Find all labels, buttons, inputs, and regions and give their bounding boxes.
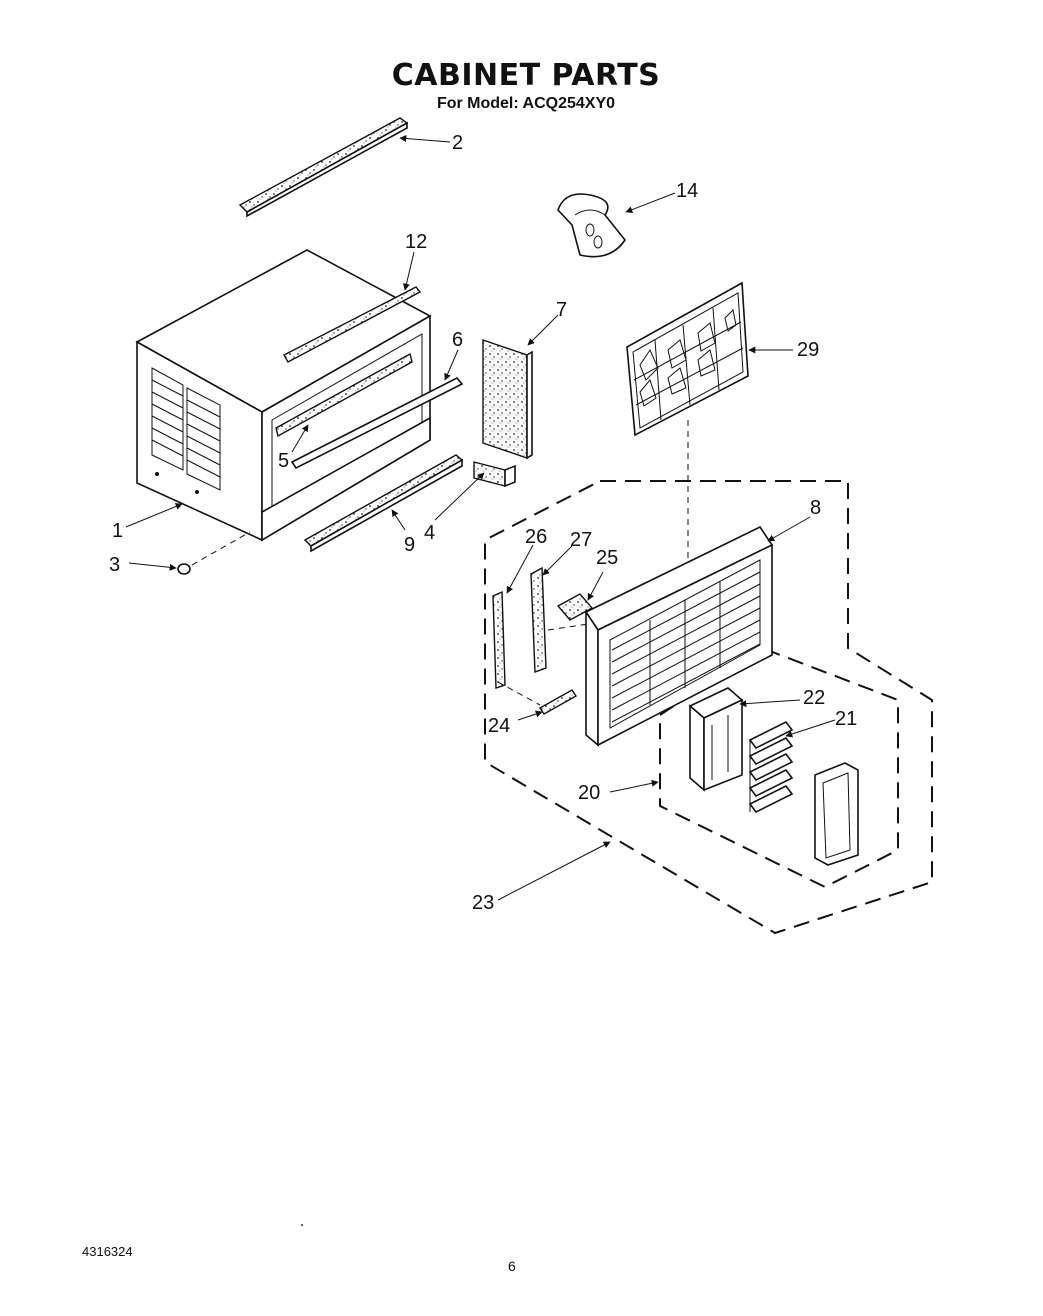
callout-23: 23 — [472, 892, 494, 914]
cabinet-louvers — [151, 367, 221, 491]
callout-21: 21 — [835, 708, 857, 730]
callout-24: 24 — [488, 715, 510, 737]
part-7-foam-pad — [482, 339, 533, 460]
part-4-block — [473, 461, 516, 488]
callout-25: 25 — [596, 547, 618, 569]
callout-6: 6 — [452, 329, 463, 351]
part-20-frame — [814, 762, 859, 866]
part-14-bracket — [557, 193, 626, 258]
part-25-label — [556, 593, 594, 621]
part-2-top-seal-strip — [238, 117, 409, 218]
document-number: 4316324 — [82, 1244, 133, 1259]
model-subtitle: For Model: ACQ254XY0 — [436, 95, 616, 112]
part-27-side-strip — [530, 566, 547, 673]
guide-line-25 — [547, 623, 589, 631]
part-8-front-grille — [584, 525, 774, 747]
part-6-rod — [290, 376, 464, 470]
part-5-inner-strip — [275, 352, 413, 438]
callout-4: 4 — [424, 522, 435, 544]
part-23-kit-boundary — [484, 480, 933, 935]
part-3-screw — [177, 531, 251, 575]
page-number: 6 — [508, 1258, 516, 1274]
part-20-kit-boundary — [659, 646, 899, 889]
callout-7: 7 — [556, 299, 567, 321]
callout-3: 3 — [109, 554, 120, 576]
callout-26: 26 — [525, 526, 547, 548]
callout-20: 20 — [578, 782, 600, 804]
callout-2: 2 — [452, 132, 463, 154]
part-24-strip — [538, 689, 578, 715]
leader-lines — [125, 135, 836, 901]
callout-22: 22 — [803, 687, 825, 709]
callout-5: 5 — [278, 450, 289, 472]
callout-8: 8 — [810, 497, 821, 519]
callout-14: 14 — [676, 180, 698, 202]
callout-29: 29 — [797, 339, 819, 361]
callout-9: 9 — [404, 534, 415, 556]
part-21-slides — [748, 720, 794, 814]
part-9-bottom-strip — [303, 454, 464, 553]
part-22-bracket — [688, 687, 744, 792]
callout-27: 27 — [570, 529, 592, 551]
part-26-side-strip — [492, 590, 506, 689]
callout-12: 12 — [405, 231, 427, 253]
guide-line-24 — [497, 681, 541, 706]
page-title: CABINET PARTS — [391, 58, 661, 93]
part-29-filter — [626, 281, 749, 437]
callout-1: 1 — [112, 520, 123, 542]
part-12-seal-strip — [283, 286, 422, 363]
callout-labels: 2 14 12 7 6 29 5 1 3 9 4 8 26 27 25 24 2… — [109, 132, 857, 914]
